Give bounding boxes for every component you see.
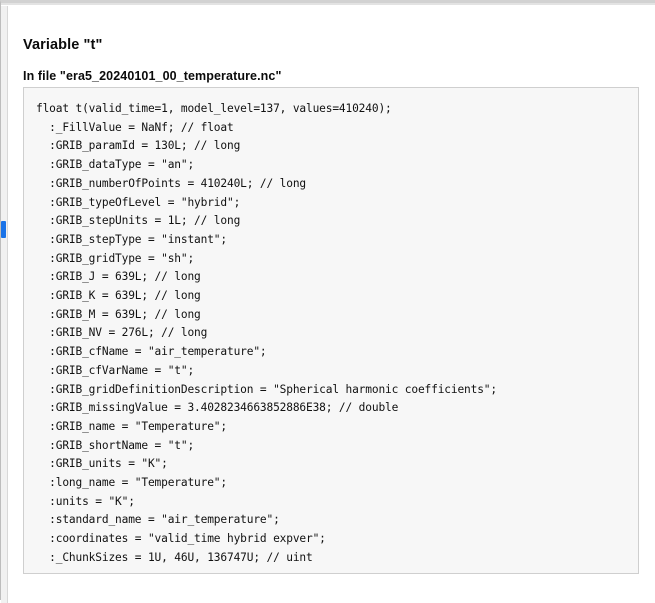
cdl-attribute-line: :coordinates = "valid_time hybrid expver… [36, 532, 326, 546]
cdl-attribute-line: :GRIB_gridType = "sh"; [36, 251, 195, 265]
cdl-attribute-line: :_FillValue = NaNf; // float [36, 120, 234, 134]
cdl-attribute-line: :GRIB_paramId = 130L; // long [36, 139, 241, 153]
cdl-attribute-line: :GRIB_missingValue = 3.4028234663852886E… [36, 401, 399, 415]
vertical-scrollbar-thumb[interactable] [1, 221, 6, 238]
vertical-scrollbar[interactable] [1, 6, 8, 603]
cdl-attribute-line: :GRIB_dataType = "an"; [36, 158, 195, 172]
cdl-attribute-line: :standard_name = "air_temperature"; [36, 513, 280, 527]
cdl-attribute-line: :GRIB_J = 639L; // long [36, 270, 201, 284]
cdl-attribute-line: :GRIB_gridDefinitionDescription = "Spher… [36, 382, 497, 396]
cdl-attribute-line: :units = "K"; [36, 494, 135, 508]
cdl-attribute-line: :GRIB_cfName = "air_temperature"; [36, 345, 267, 359]
cdl-attribute-line: :GRIB_NV = 276L; // long [36, 326, 208, 340]
cdl-text: float t(valid_time=1, model_level=137, v… [24, 88, 638, 568]
cdl-attribute-line: :GRIB_typeOfLevel = "hybrid"; [36, 195, 241, 209]
cdl-attribute-line: :GRIB_numberOfPoints = 410240L; // long [36, 176, 307, 190]
cdl-attribute-line: :GRIB_name = "Temperature"; [36, 419, 227, 433]
cdl-attribute-line: :GRIB_M = 639L; // long [36, 307, 201, 321]
cdl-attribute-line: :GRIB_cfVarName = "t"; [36, 363, 195, 377]
cdl-attribute-line: :_ChunkSizes = 1U, 46U, 136747U; // uint [36, 550, 313, 564]
cdl-metadata-block: float t(valid_time=1, model_level=137, v… [23, 87, 639, 574]
page-content: Variable "t" In file "era5_20240101_00_t… [9, 6, 655, 603]
page-title: Variable "t" [23, 37, 103, 53]
window-top-border [1, 3, 655, 5]
cdl-attribute-line: :GRIB_units = "K"; [36, 457, 168, 471]
cdl-declaration-line: float t(valid_time=1, model_level=137, v… [36, 102, 392, 115]
cdl-attribute-line: :long_name = "Temperature"; [36, 476, 227, 490]
cdl-attribute-line: :GRIB_K = 639L; // long [36, 289, 201, 303]
cdl-attribute-line: :GRIB_stepType = "instant"; [36, 232, 227, 246]
cdl-attribute-line: :GRIB_stepUnits = 1L; // long [36, 214, 241, 228]
cdl-attribute-line: :GRIB_shortName = "t"; [36, 438, 195, 452]
file-heading: In file "era5_20240101_00_temperature.nc… [23, 69, 282, 83]
